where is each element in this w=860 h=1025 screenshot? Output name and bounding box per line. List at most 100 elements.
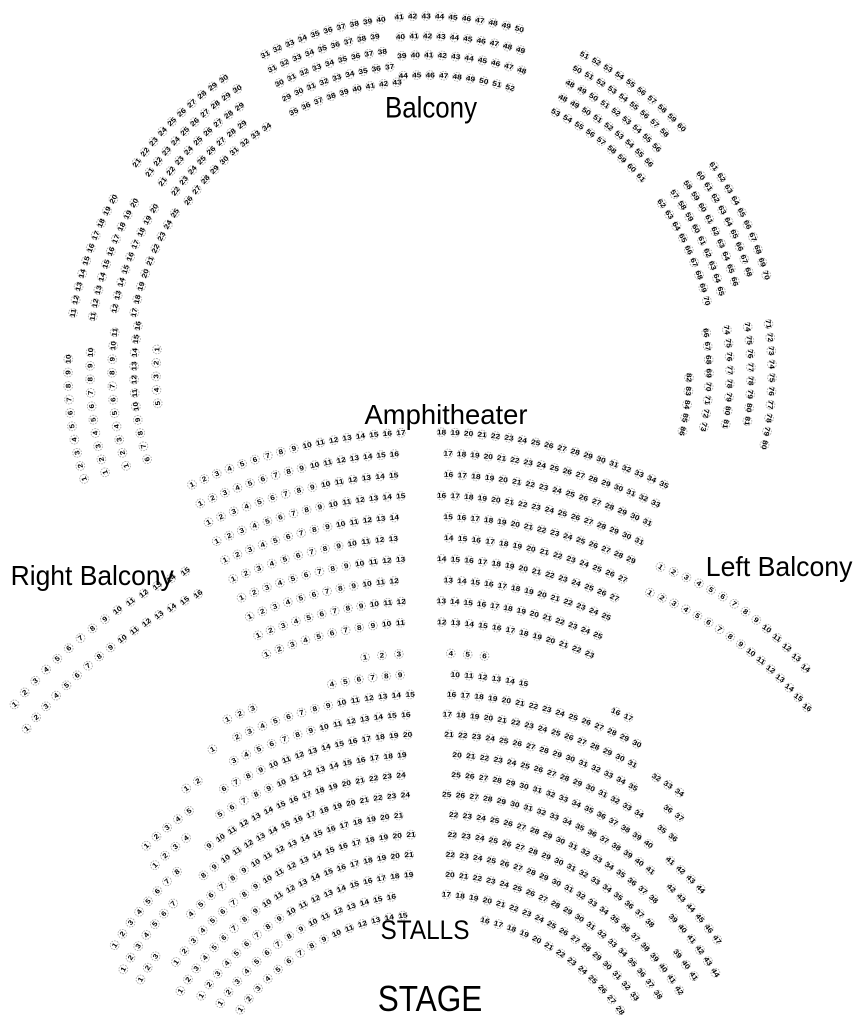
- svg-text:29: 29: [220, 91, 232, 103]
- svg-text:10: 10: [347, 539, 357, 549]
- svg-text:32: 32: [279, 57, 291, 68]
- svg-text:32: 32: [318, 76, 329, 87]
- svg-text:53: 53: [606, 84, 618, 96]
- svg-text:22: 22: [479, 753, 489, 762]
- svg-text:50: 50: [514, 24, 525, 34]
- svg-text:65: 65: [736, 207, 747, 219]
- svg-text:19: 19: [470, 712, 480, 721]
- svg-text:13: 13: [360, 714, 370, 724]
- svg-text:38: 38: [377, 47, 387, 56]
- svg-text:80: 80: [745, 403, 754, 413]
- svg-text:36: 36: [300, 100, 312, 111]
- svg-text:22: 22: [368, 774, 378, 784]
- svg-text:11: 11: [323, 458, 333, 468]
- svg-text:81: 81: [721, 419, 731, 429]
- svg-text:19: 19: [485, 473, 495, 482]
- svg-text:15: 15: [406, 690, 415, 699]
- svg-text:20: 20: [498, 475, 508, 484]
- svg-text:16: 16: [386, 892, 396, 902]
- svg-text:22: 22: [518, 499, 528, 509]
- svg-text:19: 19: [142, 214, 154, 226]
- svg-text:4: 4: [70, 436, 79, 443]
- svg-text:13: 13: [74, 281, 84, 292]
- svg-text:52: 52: [595, 77, 607, 89]
- svg-text:9: 9: [86, 363, 94, 368]
- svg-text:21: 21: [497, 453, 507, 462]
- svg-text:18: 18: [95, 217, 106, 229]
- svg-text:18: 18: [491, 559, 501, 568]
- svg-text:78: 78: [726, 379, 735, 388]
- svg-text:14: 14: [457, 577, 467, 586]
- svg-text:42: 42: [438, 51, 447, 60]
- svg-text:61: 61: [703, 213, 715, 225]
- svg-text:18: 18: [464, 492, 474, 501]
- svg-text:18: 18: [375, 732, 385, 741]
- svg-text:67: 67: [739, 253, 750, 264]
- svg-text:8: 8: [108, 370, 116, 375]
- svg-text:STAGE: STAGE: [378, 978, 483, 1019]
- svg-text:23: 23: [493, 755, 503, 765]
- svg-text:18: 18: [503, 603, 513, 613]
- svg-text:15: 15: [478, 621, 488, 630]
- svg-text:19: 19: [470, 451, 480, 460]
- svg-text:11: 11: [376, 578, 385, 587]
- svg-text:23: 23: [472, 732, 482, 741]
- svg-text:59: 59: [689, 190, 701, 202]
- svg-text:53: 53: [602, 62, 614, 74]
- svg-text:39: 39: [397, 51, 407, 60]
- svg-text:10: 10: [64, 354, 73, 363]
- svg-text:26: 26: [456, 791, 466, 800]
- svg-text:17: 17: [442, 890, 452, 899]
- svg-text:8: 8: [86, 377, 94, 382]
- svg-text:16: 16: [457, 513, 467, 522]
- svg-text:70: 70: [761, 270, 771, 281]
- svg-text:68: 68: [704, 355, 713, 364]
- svg-text:79: 79: [724, 392, 733, 402]
- svg-text:77: 77: [747, 363, 755, 372]
- svg-text:14: 14: [450, 597, 460, 606]
- svg-text:48: 48: [488, 18, 498, 28]
- svg-text:14: 14: [437, 555, 447, 564]
- svg-text:24: 24: [396, 771, 406, 780]
- svg-text:46: 46: [490, 58, 501, 68]
- svg-text:35: 35: [288, 106, 300, 117]
- svg-text:18: 18: [132, 294, 142, 305]
- svg-text:34: 34: [344, 69, 356, 79]
- svg-text:22: 22: [510, 455, 520, 465]
- svg-text:39: 39: [362, 17, 372, 27]
- svg-text:16: 16: [133, 321, 143, 331]
- svg-text:23: 23: [387, 792, 397, 801]
- svg-text:15: 15: [131, 334, 140, 344]
- svg-text:10: 10: [450, 670, 459, 679]
- svg-text:33: 33: [291, 52, 302, 63]
- svg-text:12: 12: [382, 556, 392, 565]
- svg-text:45: 45: [477, 56, 487, 66]
- svg-text:39: 39: [370, 32, 380, 41]
- svg-text:29: 29: [233, 101, 245, 113]
- svg-text:46: 46: [426, 71, 435, 79]
- svg-text:17: 17: [443, 710, 452, 719]
- svg-text:47: 47: [489, 38, 500, 48]
- svg-text:21: 21: [459, 871, 469, 880]
- svg-text:18: 18: [456, 711, 466, 720]
- svg-text:16: 16: [447, 690, 456, 699]
- svg-text:11: 11: [315, 438, 325, 448]
- svg-text:9: 9: [64, 370, 72, 375]
- svg-text:17: 17: [485, 537, 495, 546]
- svg-text:12: 12: [437, 618, 446, 627]
- svg-text:58: 58: [676, 199, 688, 211]
- svg-text:18: 18: [390, 872, 400, 881]
- svg-text:75: 75: [768, 373, 776, 382]
- svg-text:6: 6: [482, 652, 487, 661]
- svg-text:63: 63: [707, 260, 718, 271]
- svg-text:18: 18: [455, 891, 465, 900]
- svg-text:36: 36: [371, 64, 381, 74]
- svg-text:9: 9: [108, 357, 116, 362]
- svg-text:23: 23: [156, 231, 167, 243]
- svg-text:48: 48: [452, 72, 462, 81]
- svg-text:38: 38: [349, 19, 359, 29]
- svg-text:10: 10: [369, 599, 379, 608]
- svg-text:8: 8: [384, 672, 389, 681]
- svg-text:16: 16: [401, 710, 410, 719]
- svg-text:16: 16: [444, 470, 453, 479]
